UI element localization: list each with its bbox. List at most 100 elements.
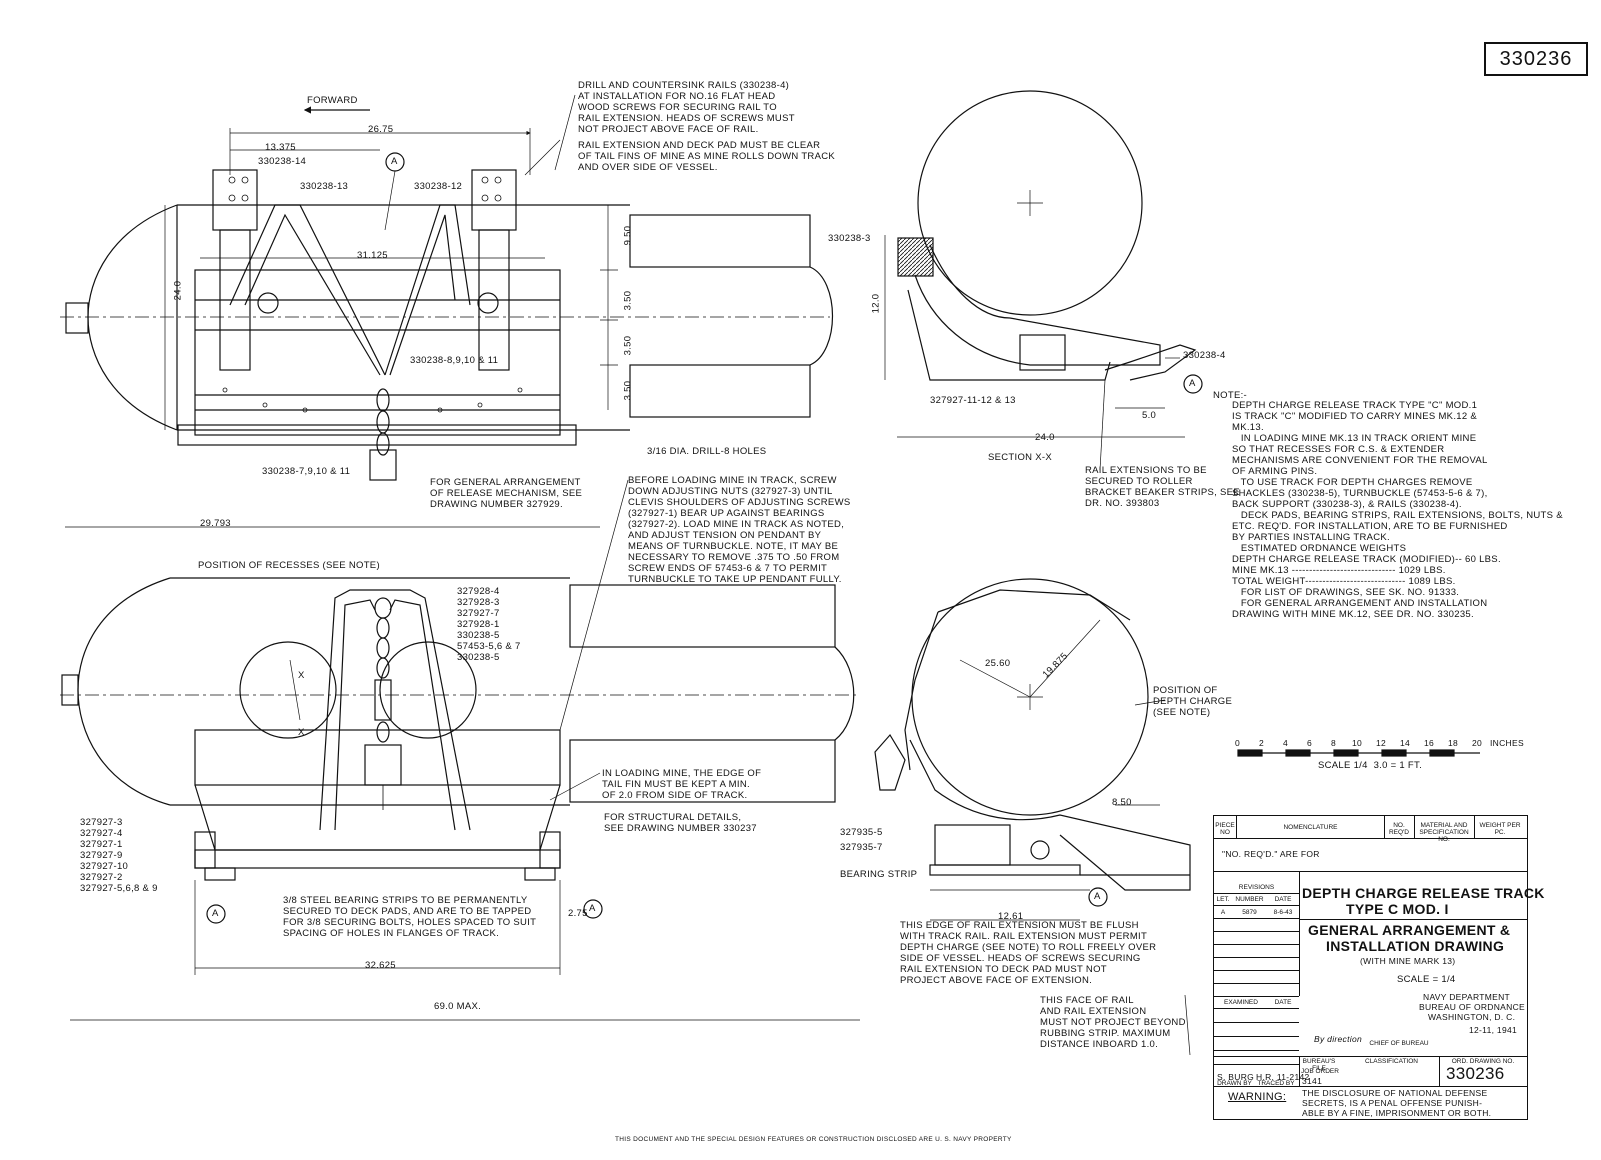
- left-part-6: 327927-2: [80, 872, 123, 883]
- rev-let: LET.: [1216, 896, 1230, 903]
- ref-a-side-left: A: [212, 908, 219, 919]
- recesses-label: POSITION OF RECESSES (SEE NOTE): [198, 560, 380, 571]
- chain-part-6: 57453-5,6 & 7: [457, 641, 521, 652]
- bearing-strip-label: BEARING STRIP: [840, 869, 918, 880]
- drawn-by: DRAWN BY: [1217, 1080, 1252, 1087]
- part-330238-4: 330238-4: [1183, 350, 1226, 361]
- s-burg: S. BURG: [1217, 1072, 1255, 1082]
- chief-of-bureau: CHIEF OF BUREAU: [1369, 1040, 1429, 1047]
- title-line-3: GENERAL ARRANGEMENT &: [1308, 922, 1511, 938]
- scale-tick-2: 2: [1259, 738, 1265, 748]
- rev-row-let: A: [1220, 909, 1226, 916]
- washington-dc: WASHINGTON, D. C.: [1428, 1012, 1516, 1022]
- dim-24-0-section: 24.0: [1035, 432, 1055, 443]
- rev-date: DATE: [1274, 896, 1292, 903]
- title-line-4: INSTALLATION DRAWING: [1326, 938, 1505, 954]
- ref-a-section: A: [1189, 378, 1196, 389]
- scale-tick-0: 0: [1235, 738, 1241, 748]
- note-tail-fin: IN LOADING MINE, THE EDGE OF TAIL FIN MU…: [602, 768, 762, 801]
- title-line-5: (WITH MINE MARK 13): [1360, 956, 1456, 966]
- ref-a-end: A: [1094, 891, 1101, 902]
- title-drawing-number: 330236: [1446, 1064, 1505, 1083]
- warning-text: THE DISCLOSURE OF NATIONAL DEFENSE SECRE…: [1302, 1088, 1492, 1118]
- dim-26-75: 26.75: [368, 124, 394, 135]
- drill-holes-label: 3/16 DIA. DRILL-8 HOLES: [647, 446, 767, 457]
- note-edge-flush: THIS EDGE OF RAIL EXTENSION MUST BE FLUS…: [900, 920, 1157, 986]
- note-bearing-strips: 3/8 STEEL BEARING STRIPS TO BE PERMANENT…: [283, 895, 537, 939]
- scale-tick-12: 12: [1376, 738, 1387, 748]
- note-rail-extensions: RAIL EXTENSIONS TO BE SECURED TO ROLLER …: [1085, 465, 1240, 509]
- col-material: MATERIAL AND SPECIFICATION NO.: [1419, 822, 1469, 843]
- dim-12-0: 12.0: [870, 293, 882, 314]
- dim-3-50-b: 3.50: [622, 335, 634, 356]
- part-330238-12: 330238-12: [414, 181, 463, 192]
- part-327927-11-13: 327927-11-12 & 13: [930, 395, 1016, 406]
- col-piece-no: PIECE NO: [1215, 822, 1235, 836]
- left-part-3: 327927-1: [80, 839, 123, 850]
- note-before-loading: BEFORE LOADING MINE IN TRACK, SCREW DOWN…: [628, 475, 851, 585]
- forward-label: FORWARD: [307, 95, 358, 106]
- no-reqd-for: "NO. REQ'D." ARE FOR: [1222, 849, 1320, 859]
- dim-9-50: 9.50: [622, 225, 634, 246]
- drawing-number-box: 330236: [1484, 42, 1588, 76]
- title-block: PIECE NO NOMENCLATURE NO. REQ'D MATERIAL…: [1213, 815, 1544, 1120]
- rev-row-date: 8-6-43: [1273, 909, 1293, 916]
- ref-a-top: A: [391, 156, 398, 167]
- job-3141: 3141: [1302, 1076, 1323, 1086]
- part-330238-3: 330238-3: [828, 233, 871, 244]
- warning-label: WARNING:: [1228, 1091, 1287, 1103]
- section-label: SECTION X-X: [988, 452, 1053, 463]
- dim-24-0: 24.0: [172, 280, 184, 301]
- scale-caption: SCALE 1/4 3.0 = 1 FT.: [1318, 760, 1423, 771]
- part-327935-5: 327935-5: [840, 827, 883, 838]
- title-line-2: TYPE C MOD. I: [1346, 901, 1449, 917]
- section-x-mark-b: X: [298, 727, 305, 738]
- left-part-1: 327927-3: [80, 817, 123, 828]
- scale-tick-6: 6: [1307, 738, 1313, 748]
- ord-drawing-label: ORD. DRAWING NO.: [1451, 1058, 1515, 1065]
- scale-tick-16: 16: [1424, 738, 1435, 748]
- title-scale: SCALE = 1/4: [1397, 974, 1456, 985]
- examined-label: EXAMINED: [1224, 999, 1258, 1006]
- left-part-7: 327927-5,6,8 & 9: [80, 883, 158, 894]
- chain-part-3: 327927-7: [457, 608, 500, 619]
- position-depth-charge: POSITION OF DEPTH CHARGE (SEE NOTE): [1153, 685, 1233, 718]
- dim-25-60: 25.60: [985, 658, 1011, 669]
- part-327935-7: 327935-7: [840, 842, 883, 853]
- scale-tick-18: 18: [1448, 738, 1459, 748]
- dim-32-625: 32.625: [365, 960, 396, 971]
- left-part-2: 327927-4: [80, 828, 123, 839]
- navy-department: NAVY DEPARTMENT: [1423, 992, 1510, 1002]
- dim-2-75: 2.75: [568, 908, 588, 919]
- chain-part-4: 327928-1: [457, 619, 500, 630]
- dim-5-0: 5.0: [1142, 410, 1157, 421]
- examined-date-label: DATE: [1274, 999, 1292, 1006]
- note-drill-countersink: DRILL AND COUNTERSINK RAILS (330238-4) A…: [578, 80, 795, 135]
- ref-a-side-right: A: [589, 903, 596, 914]
- traced-by: TRACED BY: [1257, 1080, 1295, 1087]
- note-face-rail: THIS FACE OF RAIL AND RAIL EXTENSION MUS…: [1040, 995, 1186, 1050]
- part-330238-14: 330238-14: [258, 156, 307, 167]
- scale-tick-10: 10: [1352, 738, 1363, 748]
- dim-69-max: 69.0 MAX.: [434, 1001, 482, 1012]
- rev-number: NUMBER: [1235, 896, 1264, 903]
- general-note-body: DEPTH CHARGE RELEASE TRACK TYPE "C" MOD.…: [1232, 400, 1563, 620]
- col-weight: WEIGHT PER PC.: [1479, 822, 1521, 836]
- note-structural: FOR STRUCTURAL DETAILS, SEE DRAWING NUMB…: [604, 812, 757, 834]
- note-release-mechanism: FOR GENERAL ARRANGEMENT OF RELEASE MECHA…: [430, 477, 583, 510]
- part-330238-8-11: 330238-8,9,10 & 11: [410, 355, 499, 366]
- dim-13-375: 13.375: [265, 142, 296, 153]
- chain-part-1: 327928-4: [457, 586, 500, 597]
- bureau-of-ordnance: BUREAU OF ORDNANCE: [1419, 1002, 1525, 1012]
- hr-number: H.R. 11-2142: [1256, 1072, 1310, 1082]
- job-order-label: JOB ORDER: [1301, 1068, 1339, 1075]
- scale-tick-20: 20: [1472, 738, 1483, 748]
- left-part-5: 327927-10: [80, 861, 129, 872]
- scale-tick-8: 8: [1331, 738, 1337, 748]
- scale-unit: INCHES: [1490, 738, 1524, 748]
- footer-note: THIS DOCUMENT AND THE SPECIAL DESIGN FEA…: [615, 1136, 1012, 1143]
- dim-31-125: 31.125: [357, 250, 388, 261]
- scale-tick-4: 4: [1283, 738, 1289, 748]
